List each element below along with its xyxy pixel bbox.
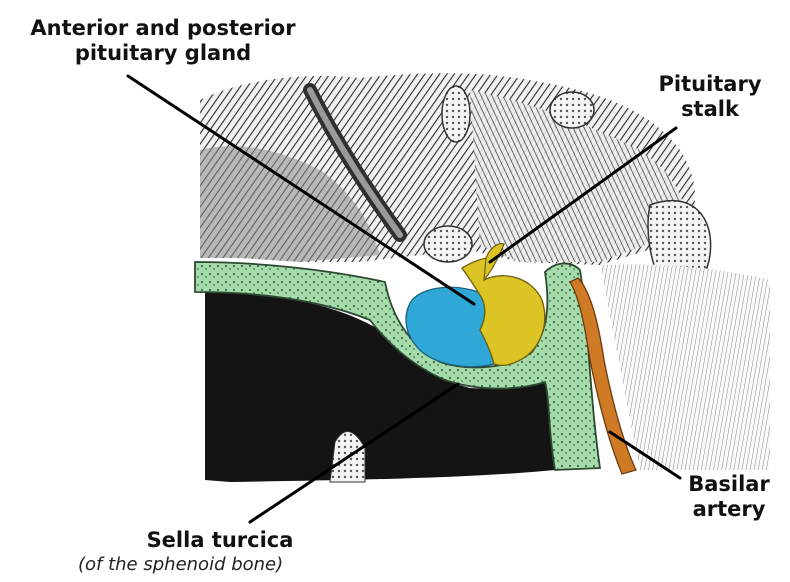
label-line-2: pituitary gland — [8, 41, 318, 66]
label-line-1: Anterior and posterior — [8, 16, 318, 41]
basilar-artery-label: Basilar artery — [676, 472, 782, 522]
label-line-2: artery — [676, 497, 782, 522]
sella-turcica-sublabel: (of the sphenoid bone) — [78, 554, 283, 575]
anterior-posterior-pituitary-label: Anterior and posterior pituitary gland — [8, 16, 318, 66]
sella-turcica-label: Sella turcica — [110, 528, 330, 553]
pituitary-stalk-label: Pituitary stalk — [645, 72, 775, 122]
right-soft-tissue — [600, 264, 770, 470]
label-line-2: stalk — [645, 97, 775, 122]
label-line-1: Pituitary — [645, 72, 775, 97]
label-line-1: Basilar — [676, 472, 782, 497]
brain-tissue — [200, 73, 711, 290]
